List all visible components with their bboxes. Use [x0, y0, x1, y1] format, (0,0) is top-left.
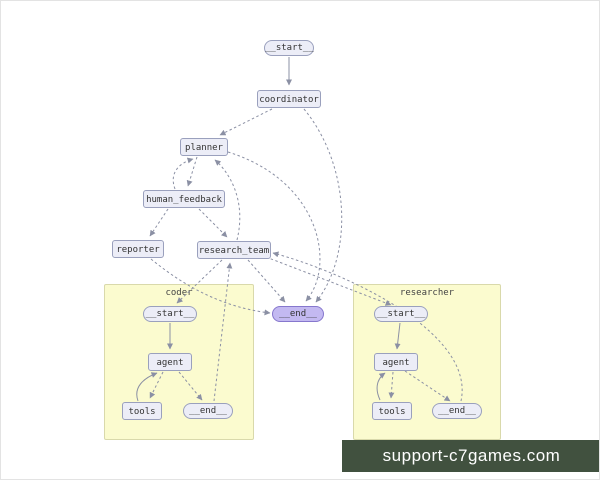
node-researcher-end: __end__	[432, 403, 482, 419]
node-research-team: research_team	[197, 241, 271, 259]
edge-humanfeedback-planner	[172, 157, 194, 190]
node-human-feedback: human_feedback	[143, 190, 225, 208]
node-start: __start__	[264, 40, 314, 56]
edge-researcher-start-agent	[394, 322, 401, 350]
node-coder-start: __start__	[143, 306, 197, 322]
node-researcher-tools: tools	[372, 402, 412, 420]
watermark-banner: support-c7games.com	[342, 440, 599, 472]
edge-reporter-end	[150, 258, 271, 316]
subgraph-coder-title: coder	[165, 288, 193, 298]
edge-researchteam-researcher	[265, 256, 392, 306]
watermark-text: support-c7games.com	[382, 446, 561, 465]
edge-coderend-researchteam	[213, 262, 233, 402]
node-end: __end__	[272, 306, 324, 322]
edge-humanfeedback-researchteam	[198, 208, 228, 238]
edge-coder-tools-agent	[136, 372, 158, 402]
node-coder-tools: tools	[122, 402, 162, 420]
edge-planner-humanfeedback	[186, 156, 198, 187]
subgraph-researcher-title: researcher	[399, 288, 455, 298]
edge-researchteam-end	[247, 259, 286, 303]
edge-researcher-tools-agent	[376, 372, 386, 401]
edge-humanfeedback-reporter	[149, 208, 169, 237]
node-planner: planner	[180, 138, 228, 156]
edge-coordinator-planner	[219, 108, 273, 136]
edge-researcherend-researchteam	[272, 251, 463, 402]
edge-researchteam-coder	[176, 259, 223, 304]
node-researcher-agent: agent	[374, 353, 418, 371]
edge-coder-agent-end	[178, 371, 203, 401]
edge-researchteam-planner	[214, 159, 241, 241]
node-reporter: reporter	[112, 240, 164, 258]
edge-researcher-agent-tools	[388, 371, 395, 399]
node-coordinator: coordinator	[257, 90, 321, 108]
node-researcher-start: __start__	[374, 306, 428, 322]
node-coder-end: __end__	[183, 403, 233, 419]
edge-researcher-agent-end	[404, 370, 451, 402]
edge-planner-end	[227, 151, 321, 302]
edge-coder-agent-tools	[149, 371, 164, 399]
node-coder-agent: agent	[148, 353, 192, 371]
edge-coordinator-end	[303, 108, 343, 303]
